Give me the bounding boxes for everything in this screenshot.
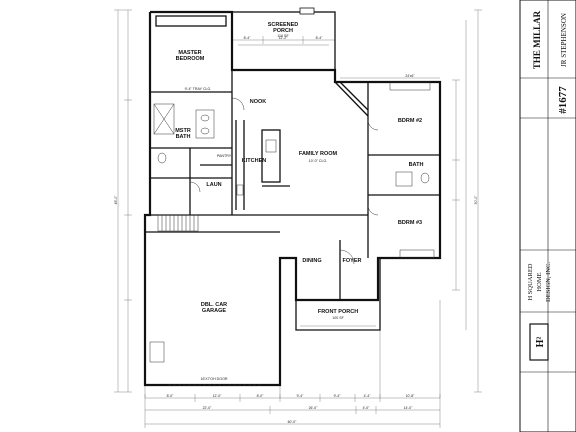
company-name-3: DESIGN, INC. [545, 262, 552, 302]
master-bath-label: MSTR [175, 128, 191, 134]
foyer-label: FOYER [343, 258, 362, 264]
interior-walls [145, 15, 440, 300]
logo-text: H² [535, 337, 546, 348]
designer-name: JR STEPHENSON [560, 13, 568, 67]
screened-porch-label-2: PORCH [273, 28, 293, 34]
kitchen-label: KITCHEN [242, 158, 266, 164]
company-name-2: HOME [536, 272, 543, 291]
title-block: THE MILLAR JR STEPHENSON #1677 H SQUARED… [519, 0, 576, 432]
plan-name: THE MILLAR [532, 10, 542, 69]
bottom-dim-7: 10'-8" [406, 394, 415, 398]
bottom-dim-5: 9'-4" [334, 394, 342, 398]
dining-label: DINING [302, 258, 321, 264]
front-porch-label: FRONT PORCH [318, 309, 358, 315]
bottom-dim-row2-2: 26'-0" [309, 406, 318, 410]
bedroom-2-label: BDRM #2 [398, 118, 422, 124]
bedroom-3-label: BDRM #3 [398, 220, 422, 226]
plan-number: #1677 [557, 86, 569, 114]
pantry-label: PANTRY [217, 154, 232, 158]
dimension-lines [114, 9, 482, 428]
screened-porch-outline [231, 7, 336, 71]
master-bedroom-label: MASTER [178, 50, 201, 56]
porch-dim-1: 8'-4" [244, 36, 252, 40]
bottom-dim-row2-3: 4'-0" [363, 406, 371, 410]
right-total-dim: 50'-0" [474, 195, 478, 204]
screened-porch-area: 110 SF [277, 34, 289, 38]
porch-dim-2: 12'-2" [279, 36, 288, 40]
top-right-dim: 24'x6" [405, 74, 415, 78]
garage-label-2: GARAGE [202, 308, 226, 314]
screened-porch-label: SCREENED [268, 22, 299, 28]
nook-label: NOOK [250, 99, 267, 105]
ceiling-height-note: 10'-0" CLG. [309, 159, 328, 163]
front-porch-outline [295, 258, 381, 331]
master-bedroom-label-2: BEDROOM [176, 56, 205, 62]
bottom-dim-2: 12'-0" [213, 394, 222, 398]
bottom-dim-3: 8'-0" [257, 394, 265, 398]
dimension-labels: 8'-4" 12'-2" 8'-4" 24'x6" 8'-0" 12'-0" 8… [114, 36, 478, 424]
bottom-dim-4: 9'-4" [297, 394, 305, 398]
tray-ceiling-note: 9'-4" TRAY CLG. [185, 87, 212, 91]
garage-door-note: 16'X7'OH DOOR [201, 377, 228, 381]
bath-label: BATH [409, 162, 424, 168]
company-name-1: H SQUARED [527, 263, 534, 300]
master-bath-label-2: BATH [176, 134, 191, 140]
bottom-dim-1: 8'-0" [167, 394, 175, 398]
fixtures [149, 81, 435, 386]
laundry-label: LAUN [206, 182, 221, 188]
bottom-dim-6: 4'-4" [364, 394, 372, 398]
bottom-dim-row2-1: 22'-0" [203, 406, 212, 410]
front-porch-area: 100 SF [332, 316, 344, 320]
room-labels: SCREENED PORCH 110 SF MASTER BEDROOM 9'-… [175, 22, 423, 381]
family-room-label: FAMILY ROOM [299, 151, 338, 157]
bottom-dim-row2-4: 14'-0" [404, 406, 413, 410]
porch-dim-3: 8'-4" [316, 36, 324, 40]
bottom-total-dim: 60'-0" [288, 420, 297, 424]
garage-label: DBL. CAR [201, 302, 227, 308]
company-logo: H² [529, 323, 549, 361]
left-total-dim: 45'-0" [114, 195, 118, 204]
